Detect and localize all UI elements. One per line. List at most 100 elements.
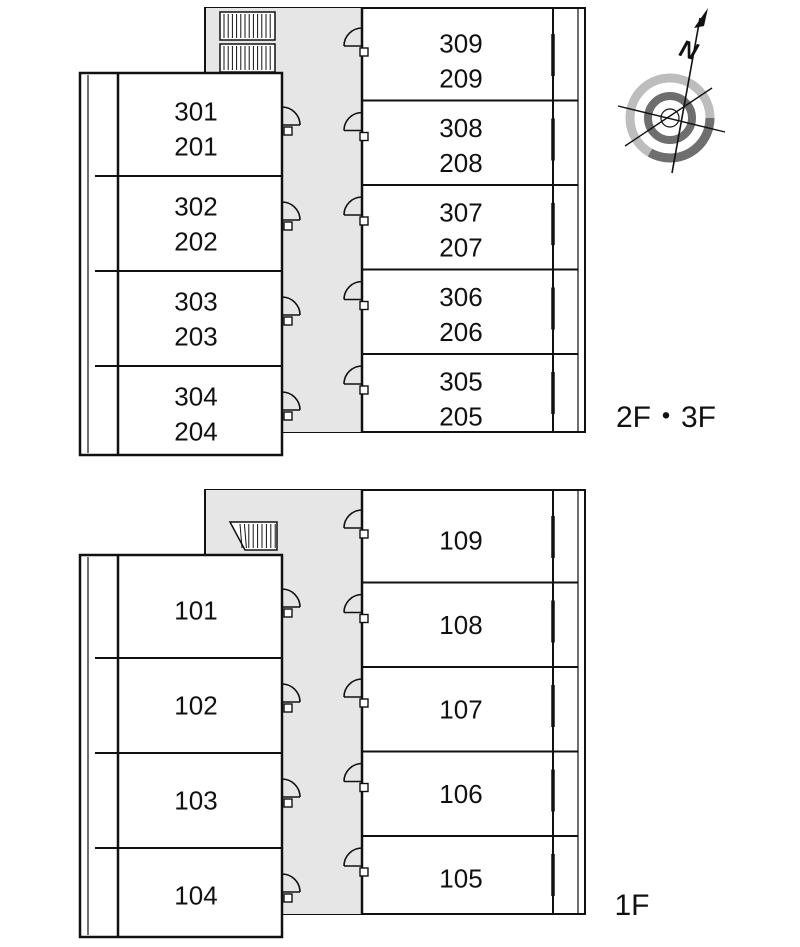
compass-ring-inner <box>644 92 696 144</box>
room-left: 102 <box>95 657 301 721</box>
door-frame-box <box>359 300 369 311</box>
door-swing-arc <box>343 365 363 385</box>
door-swing-arc <box>281 778 301 798</box>
room-number-upper: 302 <box>174 192 217 222</box>
door-frame-box <box>283 411 293 421</box>
room-number: 108 <box>439 610 482 640</box>
door <box>343 280 369 311</box>
door-swing-arc <box>281 391 301 411</box>
door <box>343 365 369 395</box>
door-frame-box <box>283 316 293 326</box>
room-left: 101 <box>174 588 301 626</box>
door <box>343 27 369 57</box>
door-frame-box <box>283 126 293 136</box>
door <box>343 762 369 793</box>
room-number: 105 <box>439 863 482 893</box>
door-swing-arc <box>343 678 363 698</box>
door <box>343 847 369 877</box>
room-right: 106 <box>343 750 578 812</box>
door-swing-arc <box>343 509 363 529</box>
door-frame-box <box>283 608 293 618</box>
door-frame-box <box>359 698 369 708</box>
door <box>281 778 301 808</box>
room-number-upper: 308 <box>439 113 482 143</box>
room-number-lower: 208 <box>439 148 482 178</box>
room-left: 103 <box>95 752 301 816</box>
door-frame-box <box>283 221 293 231</box>
lower_plan-left-block-outline <box>78 553 284 939</box>
door-swing-arc <box>281 296 301 316</box>
door-frame-box <box>359 867 369 877</box>
door-swing-arc <box>281 873 301 893</box>
room-right: 105 <box>343 835 578 896</box>
upper_plan-left-block-outline <box>78 71 284 457</box>
door <box>281 683 301 713</box>
door-swing-arc <box>281 106 301 126</box>
room-number-lower: 207 <box>439 232 482 262</box>
room-number-upper: 305 <box>439 366 482 396</box>
staircase <box>228 521 278 551</box>
room-number: 107 <box>439 694 482 724</box>
door <box>343 196 369 226</box>
door <box>281 873 301 903</box>
door <box>281 296 301 326</box>
door <box>281 588 301 618</box>
room-number-upper: 307 <box>439 197 482 227</box>
door-swing-arc <box>281 683 301 703</box>
lower_plan-group: 109 108 107 106 105 101 102 103 104 <box>78 489 586 939</box>
room-number: 109 <box>439 525 482 555</box>
room-number-lower: 202 <box>174 227 217 257</box>
stair-tread <box>243 523 247 549</box>
door-swing-arc <box>343 27 363 47</box>
room-number: 103 <box>174 786 217 816</box>
door-swing-arc <box>343 847 363 867</box>
floor-label-lower: 1F <box>614 889 649 922</box>
room-number-lower: 205 <box>439 401 482 431</box>
door-swing-arc <box>343 762 363 782</box>
door <box>281 106 301 136</box>
upper_plan-group: 3092093082083072073062063052053012013022… <box>78 7 586 457</box>
room-number-upper: 301 <box>174 97 217 127</box>
room-number-lower: 204 <box>174 417 217 447</box>
door-swing-arc <box>343 280 363 300</box>
room-number: 101 <box>174 596 217 626</box>
door-swing-arc <box>343 196 363 216</box>
door <box>281 201 301 231</box>
compass-arrow-head <box>694 8 708 28</box>
room-number-upper: 304 <box>174 382 217 412</box>
door-frame-box <box>283 703 293 713</box>
door <box>343 678 369 708</box>
room-number: 102 <box>174 691 217 721</box>
room-number-lower: 209 <box>439 63 482 93</box>
door-swing-arc <box>281 588 301 608</box>
room-number: 106 <box>439 779 482 809</box>
door-frame-box <box>359 216 369 226</box>
compass-needle <box>624 87 713 147</box>
door <box>343 593 369 624</box>
door-frame-box <box>359 782 369 793</box>
room-number-lower: 203 <box>174 322 217 352</box>
room-number-lower: 201 <box>174 132 217 162</box>
door-frame-box <box>359 47 369 57</box>
room-number: 104 <box>174 881 217 911</box>
door <box>281 391 301 421</box>
door-frame-box <box>283 798 293 808</box>
door-swing-arc <box>281 201 301 221</box>
room-left: 104 <box>95 847 301 911</box>
compass-north-needle <box>671 17 701 174</box>
door <box>343 111 369 142</box>
floor-label-upper: 2F・3F <box>616 401 716 434</box>
room-number-upper: 306 <box>439 282 482 312</box>
room-number-upper: 303 <box>174 287 217 317</box>
door <box>343 509 369 539</box>
